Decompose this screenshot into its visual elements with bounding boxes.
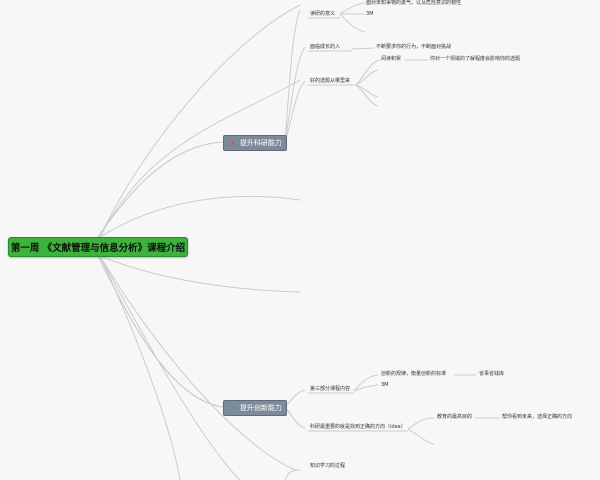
edge-root-branch-c — [99, 195, 301, 238]
edge-topic2-branch1 — [284, 389, 306, 408]
edge-root-topic1 — [97, 141, 224, 238]
edge-sub2-a — [351, 47, 375, 50]
topic-label: 提升科研能力 — [239, 139, 282, 147]
node-knowledge-learning[interactable]: 知识学习的过程 — [310, 463, 346, 469]
topic-label: 提升创新能力 — [239, 404, 282, 412]
node-save-money[interactable]: 省事省钱库 — [479, 371, 505, 377]
edge-sub1-c — [339, 13, 366, 33]
edge-topic2-branch2 — [284, 406, 306, 429]
node-3m[interactable]: 3M — [366, 11, 374, 17]
node-growth[interactable]: 面临成长的入 — [310, 44, 341, 50]
edge-root-branch-b — [99, 79, 301, 238]
edge-sub3-d — [355, 69, 379, 86]
edge-lower-a — [284, 469, 301, 480]
node-domain-understanding[interactable]: 你对一个领域的了解程度会影响你的选题 — [430, 56, 521, 62]
edge-topic1-branch2 — [284, 46, 306, 143]
edge-sub3-a — [355, 59, 381, 86]
node-topic-source[interactable]: 好的选题从哪里来 — [310, 78, 351, 84]
edge-root-branch-d — [99, 255, 301, 293]
lightbulb-icon: 🔹 — [228, 403, 237, 412]
edge-t2-sub-e — [407, 428, 435, 445]
edge-t2-sub-b — [353, 384, 379, 392]
edge-t2-sub-d — [407, 417, 435, 430]
edge-topic1-branch1 — [284, 9, 301, 143]
node-research-direction[interactable]: 科研最重要的就是找到正确的方向（idea） — [310, 424, 406, 430]
topic-innovation-ability[interactable]: 🔹 提升创新能力 — [223, 400, 287, 416]
edge-sub1-a — [339, 2, 366, 15]
node-reading-accumulation[interactable]: 阅读积累 — [381, 56, 402, 62]
node-3m-2[interactable]: 3M — [381, 382, 389, 388]
edge-root-branch-e — [99, 255, 241, 480]
edge-root-branch-f — [99, 255, 296, 471]
node-courage[interactable]: 面对未知事物的勇气，以及危险意识的韧性 — [366, 0, 462, 6]
node-challenge[interactable]: 不断要求你的行为，不断面对挑战 — [376, 44, 452, 50]
edge-sub3-b — [355, 84, 379, 98]
edge-root-topic2 — [97, 255, 224, 408]
node-see-future[interactable]: 帮你看到未来，选择正确的方向 — [502, 414, 573, 420]
edge-root-branch-a — [99, 4, 301, 238]
edge-root-branch-g — [99, 255, 181, 480]
edge-t2-sub-a — [353, 374, 379, 392]
edge-sub3-c — [355, 84, 379, 107]
flame-icon: 🔺 — [228, 138, 237, 147]
node-innovation-law[interactable]: 创新的规律，衡量创新的标准 — [381, 371, 447, 377]
edge-topic1-branch3 — [284, 80, 306, 143]
node-reading-meaning[interactable]: 读研的意义 — [310, 11, 336, 17]
node-third-part[interactable]: 第三部分课程内容 — [310, 386, 351, 392]
root-node[interactable]: 第一周 《文献管理与信息分析》课程介绍 — [8, 237, 188, 257]
topic-research-ability[interactable]: 🔺 提升科研能力 — [223, 135, 287, 151]
node-education-goal[interactable]: 教育的最高目的 — [437, 414, 473, 420]
